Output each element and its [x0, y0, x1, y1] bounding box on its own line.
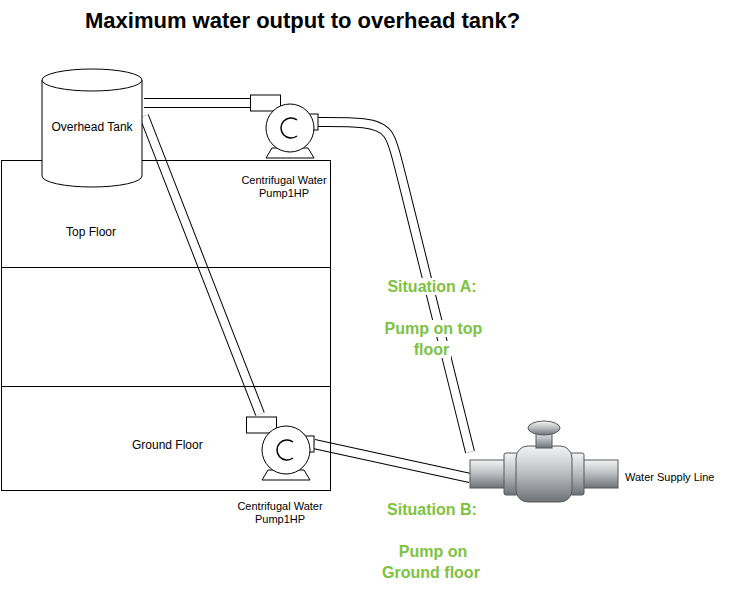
node-label: Centrifugal Water Pump1HP [224, 500, 336, 526]
pump-casing [266, 104, 314, 152]
impeller-symbol [277, 440, 293, 460]
valve-body [516, 446, 572, 502]
wall-line [330, 267, 331, 387]
supply-valve: Water Supply Line [470, 418, 620, 510]
wall-line [1, 267, 2, 387]
situation-label-box: Pump on Ground floor [372, 541, 492, 583]
valve-handle [528, 421, 560, 435]
situation-label: Pump on Ground floor [382, 543, 482, 581]
overhead-tank: Overhead Tank [40, 68, 144, 188]
node-label: Ground Floor [132, 438, 203, 452]
pump-drawing [246, 414, 314, 482]
pipe-bore [144, 99, 250, 107]
situation-label: Situation B: [385, 501, 479, 518]
node-label: Centrifugal Water Pump1HP [228, 174, 340, 200]
water-pipe [314, 444, 470, 478]
pipe-wall [144, 98, 250, 108]
situation-label: Pump on top floor [383, 320, 483, 358]
valve-drawing [470, 418, 620, 510]
node-label: Top Floor [66, 225, 116, 239]
pump-casing [262, 426, 310, 474]
situation-label-box: Situation A: [352, 276, 512, 297]
title: Maximum water output to overhead tank? [85, 8, 520, 34]
centrifugal-pump: Centrifugal Water Pump1HP [246, 414, 314, 482]
pipe-wall [314, 444, 470, 478]
water-pipe [144, 103, 250, 104]
impeller-symbol [281, 118, 297, 138]
situation-label-box: Situation B: [352, 499, 512, 520]
centrifugal-pump: Centrifugal Water Pump1HP [250, 92, 318, 160]
situation-label: Situation A: [385, 278, 478, 295]
tank-lid [42, 69, 142, 91]
floor-band: Ground Floor Centrifugal Water Pump1HP [1, 386, 331, 491]
node-label: Water Supply Line [625, 471, 714, 484]
situation-label-box: Pump on top floor [375, 318, 490, 360]
pump-drawing [250, 92, 318, 160]
node-label: Overhead Tank [40, 120, 144, 134]
pipe-bore [314, 444, 470, 478]
